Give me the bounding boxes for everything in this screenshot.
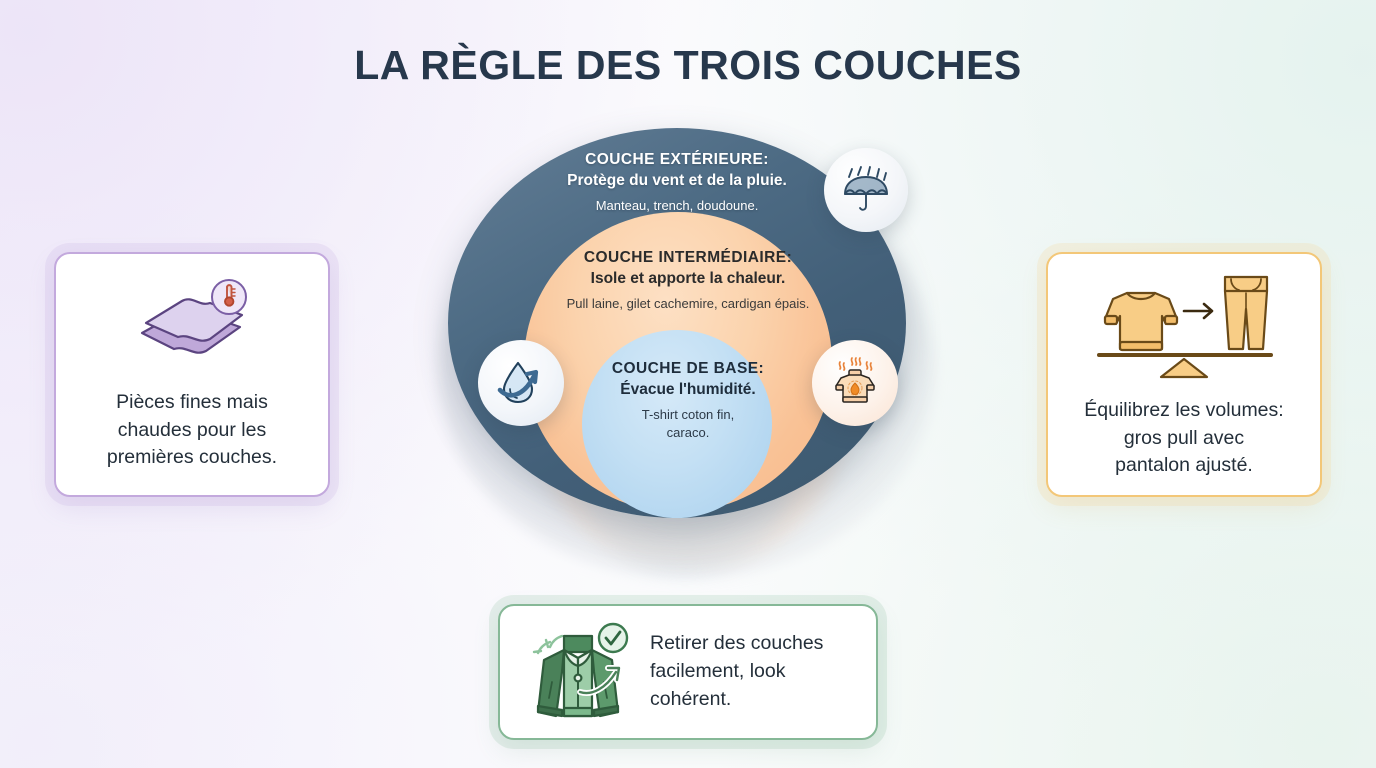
layered-fabric-thermometer-icon (132, 277, 252, 373)
layer-outer-subtitle: Protège du vent et de la pluie. (567, 172, 787, 190)
tip-left-line3: premières couches. (106, 446, 278, 469)
layer-base-text: COUCHE DE BASE: Évacue l'humidité. T-shi… (438, 359, 938, 443)
badge-rain-protection[interactable] (824, 148, 908, 232)
tip-card-left[interactable]: Pièces fines mais chaudes pour les premi… (54, 252, 330, 497)
tip-card-bottom-text: Retirer des couches facilement, look coh… (650, 630, 823, 713)
tip-right-line1: Équilibrez les volumes: (1084, 398, 1284, 421)
badge-moisture-wicking[interactable] (478, 340, 564, 426)
layer-middle-text: COUCHE INTERMÉDIAIRE: Isole et apporte l… (438, 248, 938, 312)
sweater-heat-icon (827, 355, 883, 411)
tip-card-left-text: Pièces fines mais chaudes pour les premi… (107, 389, 277, 472)
layer-base-title: COUCHE DE BASE: (611, 360, 765, 377)
tip-card-right[interactable]: Équilibrez les volumes: gros pull avec p… (1046, 252, 1322, 497)
balance-sweater-trousers-icon (1089, 269, 1279, 379)
layer-outer-title: COUCHE EXTÉRIEURE: (585, 151, 769, 168)
layer-outer-examples: Manteau, trench, doudoune. (595, 197, 759, 213)
tip-card-right-text: Équilibrez les volumes: gros pull avec p… (1084, 397, 1283, 480)
three-layer-diagram: COUCHE EXTÉRIEURE: Protège du vent et de… (438, 128, 938, 580)
water-droplet-arrow-icon (494, 356, 548, 410)
layer-base[interactable] (582, 330, 772, 518)
tip-left-line2: chaudes pour les (117, 418, 267, 441)
tip-right-line3: pantalon ajusté. (1115, 454, 1253, 477)
layer-base-examples-line2: caraco. (666, 425, 710, 441)
tip-bottom-line3: cohérent. (650, 687, 732, 710)
layer-outer-text: COUCHE EXTÉRIEURE: Protège du vent et de… (448, 150, 906, 214)
layer-base-examples-line1: T-shirt coton fin, (641, 406, 735, 422)
tip-card-bottom[interactable]: Retirer des couches facilement, look coh… (498, 604, 878, 740)
badge-warmth[interactable] (812, 340, 898, 426)
green-jacket-check-icon (522, 620, 632, 724)
tip-left-line1: Pièces fines mais (116, 390, 268, 413)
umbrella-rain-icon (839, 163, 893, 217)
layer-middle-subtitle: Isole et apporte la chaleur. (590, 270, 786, 288)
tip-bottom-line2: facilement, look (650, 660, 786, 683)
layer-base-subtitle: Évacue l'humidité. (620, 381, 756, 399)
tip-bottom-line1: Retirer des couches (650, 632, 824, 655)
tip-right-line2: gros pull avec (1123, 426, 1245, 449)
layer-middle-title: COUCHE INTERMÉDIAIRE: (583, 249, 793, 266)
layer-middle-examples: Pull laine, gilet cachemire, cardigan ép… (566, 295, 810, 311)
page-title: LA RÈGLE DES TROIS COUCHES (354, 42, 1022, 88)
